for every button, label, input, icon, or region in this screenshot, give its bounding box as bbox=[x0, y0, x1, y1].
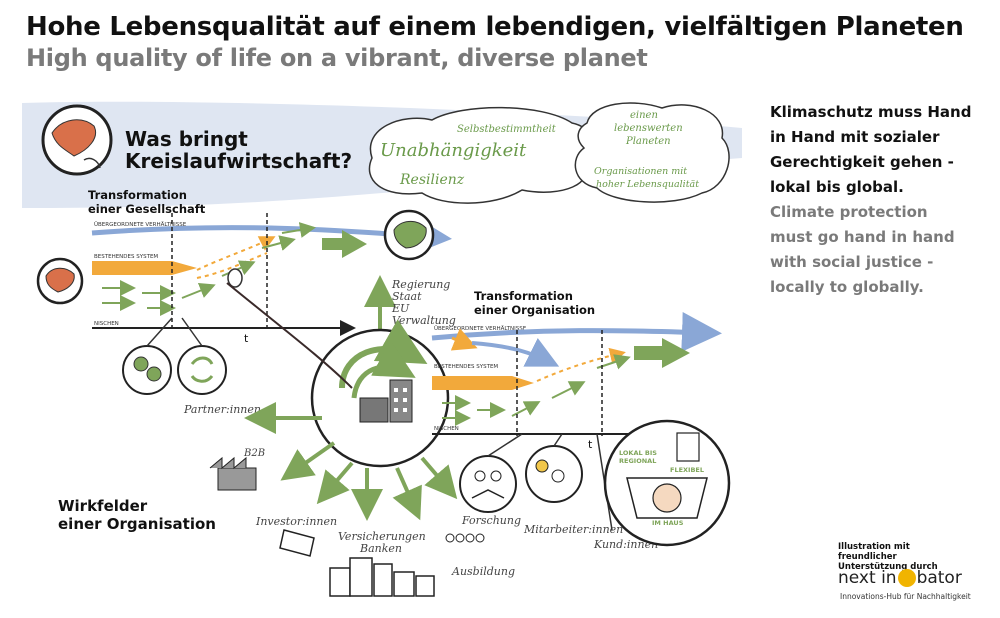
impact-fields-line1: Wirkfelder bbox=[58, 497, 148, 515]
question-line2: Kreislaufwirtschaft? bbox=[125, 149, 352, 173]
trees-circle bbox=[122, 345, 172, 395]
transformation-org-line2: einer Organisation bbox=[474, 303, 595, 317]
side-statement-german: Klimaschutz muss Hand in Hand mit sozial… bbox=[770, 103, 972, 196]
people-group-icon bbox=[445, 533, 485, 543]
credit-text: Illustration mit freundlicher Unterstütz… bbox=[838, 542, 938, 572]
overarching-label-1: ÜBERGEORDNETE VERHÄLTNISSE bbox=[94, 221, 187, 228]
impact-arrows bbox=[244, 402, 458, 521]
government-line1: Regierung bbox=[391, 278, 450, 291]
impact-fields-line2: einer Organisation bbox=[58, 515, 216, 533]
globe-icon bbox=[41, 104, 113, 176]
time-label-2: t bbox=[588, 438, 593, 451]
logo-text-part1: next in bbox=[838, 568, 897, 588]
existing-system-label-1: BESTEHENDES SYSTEM bbox=[94, 254, 158, 260]
government-line3: EU bbox=[391, 302, 410, 315]
money-icon bbox=[279, 529, 315, 557]
government-line2: Staat bbox=[392, 290, 422, 303]
question-line1: Was bringt bbox=[125, 127, 248, 151]
factory-icon bbox=[209, 456, 257, 491]
b2b-label: B2B bbox=[243, 448, 265, 459]
logo-text-part2: bator bbox=[916, 568, 962, 588]
values-cloud-left: Selbstbestimmtheit Unabhängigkeit Resili… bbox=[368, 106, 593, 204]
selbstbestimmtheit-label: Selbstbestimmtheit bbox=[457, 124, 557, 135]
niches-label-1: NISCHEN bbox=[94, 321, 119, 327]
staff-circle bbox=[525, 445, 583, 503]
lebenswert-line1: einen bbox=[630, 110, 658, 121]
local-regional-line2: REGIONAL bbox=[619, 457, 656, 465]
staff-label: Mitarbeiter:innen bbox=[523, 523, 623, 536]
transformation-society-line1: Transformation bbox=[88, 188, 187, 202]
resilienz-label: Resilienz bbox=[399, 172, 465, 188]
transformation-org-line1: Transformation bbox=[474, 289, 573, 303]
insurance-line1: Versicherungen bbox=[338, 530, 426, 543]
logo-subtitle: Innovations-Hub für Nachhaltigkeit bbox=[840, 592, 971, 601]
organisation-hub-icon bbox=[310, 319, 450, 468]
organisationen-line1: Organisationen mit bbox=[594, 166, 687, 177]
globe-green-icon bbox=[383, 209, 435, 261]
food-circle: LOKAL BIS REGIONAL FLEXIBEL IM HAUS bbox=[603, 419, 731, 547]
lebenswert-line2: lebenswerten bbox=[614, 123, 683, 134]
partner-label: Partner:innen bbox=[183, 403, 261, 416]
local-regional-line1: LOKAL BIS bbox=[619, 449, 657, 457]
time-label-1: t bbox=[244, 332, 249, 345]
research-label: Forschung bbox=[461, 514, 521, 527]
side-statement-english: Climate protection must go hand in hand … bbox=[770, 203, 955, 296]
unabhaengigkeit-label: Unabhängigkeit bbox=[380, 140, 527, 161]
niches-label-2: NISCHEN bbox=[434, 426, 459, 432]
organisationen-line2: hoher Lebensqualität bbox=[596, 179, 699, 190]
circular-economy-illustration: Was bringt Kreislaufwirtschaft? Selbstbe… bbox=[22, 101, 742, 597]
insurance-line2: Banken bbox=[359, 542, 402, 555]
lebenswert-line3: Planeten bbox=[625, 136, 671, 147]
city-buildings-icon bbox=[329, 557, 435, 597]
recycling-circle bbox=[177, 345, 227, 395]
in-house-label: IM HAUS bbox=[652, 519, 684, 527]
title-german: Hohe Lebensqualität auf einem lebendigen… bbox=[26, 12, 964, 42]
organisation-transition-diagram: ÜBERGEORDNETE VERHÄLTNISSE BESTEHENDES S… bbox=[431, 312, 722, 451]
investor-label: Investor:innen bbox=[255, 515, 337, 528]
side-statement: Klimaschutz muss Hand in Hand mit sozial… bbox=[770, 100, 975, 300]
existing-system-label-2: BESTEHENDES SYSTEM bbox=[434, 364, 498, 370]
flexible-label: FLEXIBEL bbox=[670, 466, 704, 474]
nextincubator-logo: next in bator bbox=[838, 568, 962, 588]
values-cloud-right: einen lebenswerten Planeten Organisation… bbox=[574, 102, 730, 203]
research-circle bbox=[459, 455, 517, 513]
globe-small-icon bbox=[36, 257, 84, 305]
title-english: High quality of life on a vibrant, diver… bbox=[26, 44, 648, 72]
overarching-label-2: ÜBERGEORDNETE VERHÄLTNISSE bbox=[434, 325, 527, 332]
education-label: Ausbildung bbox=[451, 565, 515, 578]
customers-label: Kund:innen bbox=[593, 538, 658, 551]
transformation-society-line2: einer Gesellschaft bbox=[88, 202, 206, 216]
logo-circle-icon bbox=[897, 569, 916, 587]
